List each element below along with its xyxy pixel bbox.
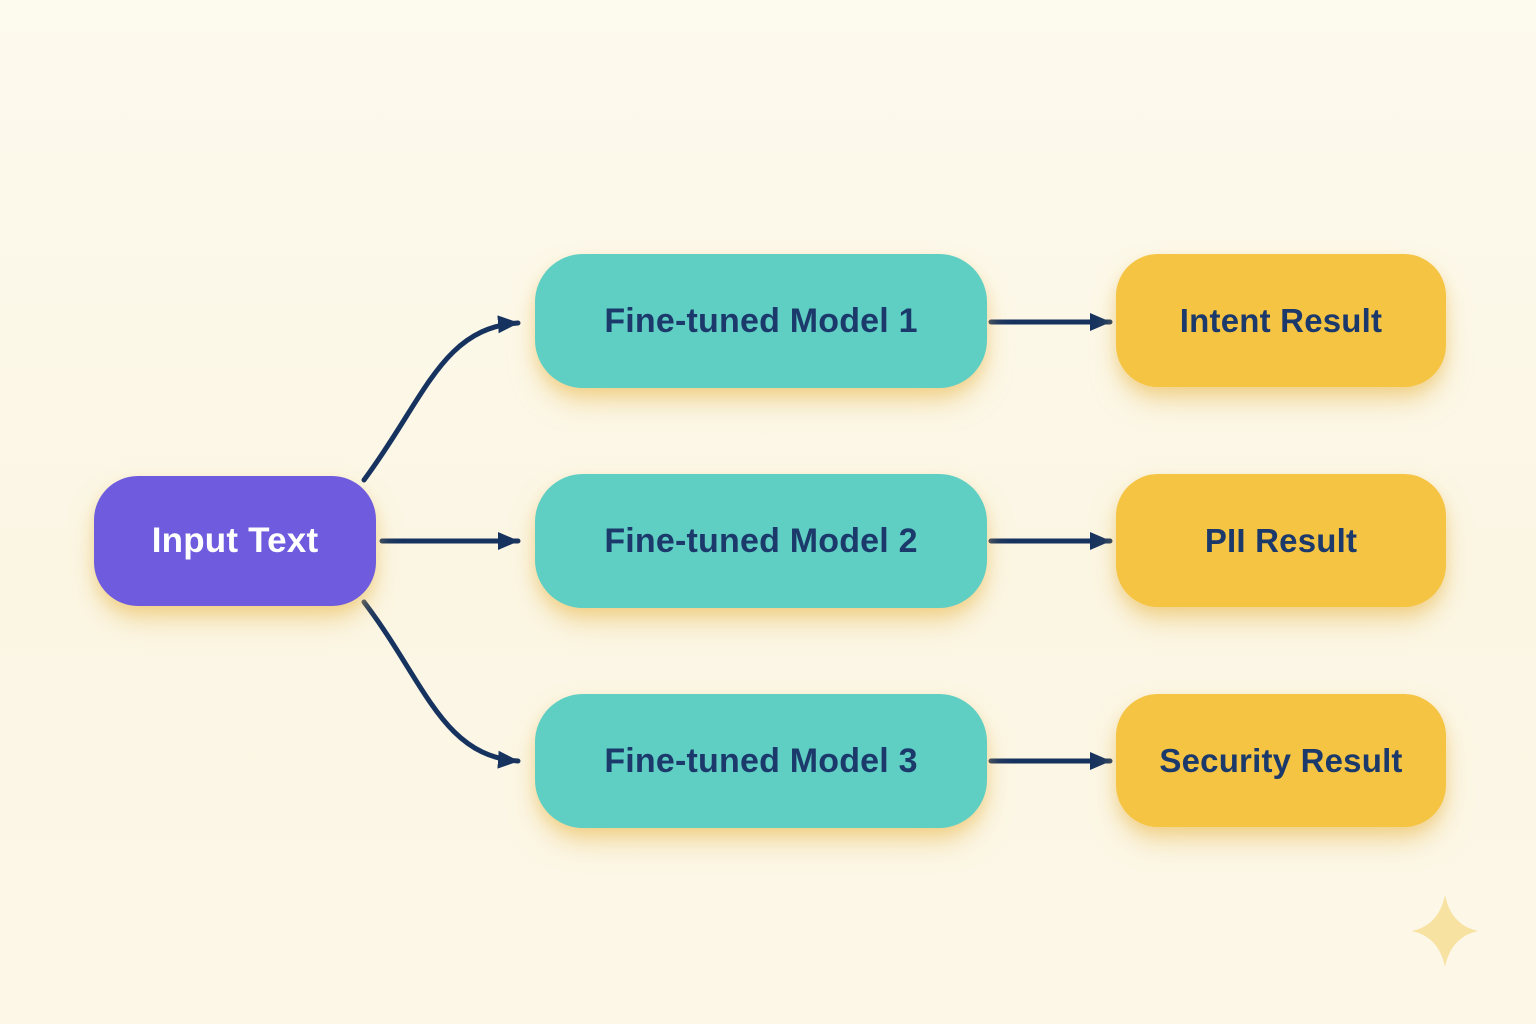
intent-result-node: Intent Result	[1116, 254, 1446, 387]
arrow-input-to-model-3	[361, 599, 521, 769]
security-result-label: Security Result	[1159, 741, 1403, 779]
security-result-node: Security Result	[1116, 694, 1446, 827]
arrow-input-to-model-1	[361, 315, 521, 483]
pii-result-node: PII Result	[1116, 474, 1446, 607]
fine-tuned-model-3-label: Fine-tuned Model 3	[604, 741, 918, 780]
fine-tuned-model-1-label: Fine-tuned Model 1	[604, 301, 918, 340]
input-text-node: Input Text	[94, 476, 376, 606]
fine-tuned-model-1-node: Fine-tuned Model 1	[535, 254, 987, 388]
input-text-label: Input Text	[151, 521, 319, 560]
fine-tuned-model-2-node: Fine-tuned Model 2	[535, 474, 987, 608]
fine-tuned-model-2-label: Fine-tuned Model 2	[604, 521, 918, 560]
pii-result-label: PII Result	[1204, 521, 1358, 559]
sparkle-icon	[1412, 895, 1478, 967]
fine-tuned-model-3-node: Fine-tuned Model 3	[535, 694, 987, 828]
intent-result-label: Intent Result	[1179, 301, 1383, 339]
